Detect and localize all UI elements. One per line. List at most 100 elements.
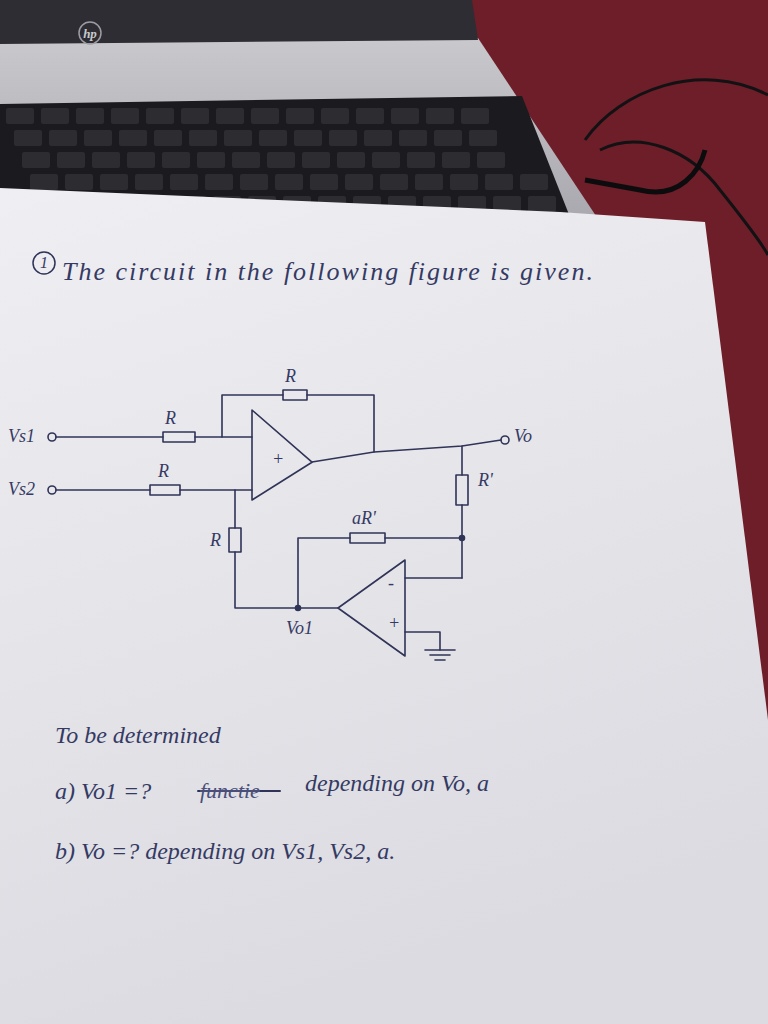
cable	[585, 150, 705, 192]
input-sign: +	[272, 450, 284, 468]
key	[407, 152, 435, 168]
question-text: b) Vo =? depending on Vs1, Vs2, a.	[55, 838, 395, 866]
key	[337, 152, 365, 168]
resistor-symbol	[350, 533, 385, 543]
key	[162, 152, 190, 168]
circle-outline	[79, 22, 101, 44]
key	[399, 130, 427, 146]
question-text: a) Vo1 =?	[55, 778, 151, 806]
opamp-symbol: -+	[338, 560, 405, 656]
key	[302, 152, 330, 168]
terminal	[48, 433, 56, 441]
key	[426, 108, 454, 124]
key	[65, 174, 93, 190]
wire	[461, 505, 463, 578]
key	[232, 152, 260, 168]
signal-name: Vo1	[286, 618, 313, 639]
key	[434, 130, 462, 146]
crossed-out-word: functie	[200, 778, 260, 803]
key	[391, 108, 419, 124]
resistor-symbol	[229, 528, 241, 552]
resistor-symbol	[163, 432, 195, 442]
circle-outline	[33, 252, 55, 274]
key	[286, 108, 314, 124]
key	[485, 174, 513, 190]
input-sign: +	[388, 614, 400, 632]
laptop-bezel	[0, 0, 478, 44]
wire	[234, 490, 236, 528]
key	[520, 174, 548, 190]
key	[181, 108, 209, 124]
key	[170, 174, 198, 190]
triangle-outline	[252, 410, 312, 500]
problem-statement: The circuit in the following figure is g…	[62, 246, 602, 298]
key	[224, 130, 252, 146]
key	[30, 174, 58, 190]
key	[329, 130, 357, 146]
resistor-label: R	[285, 366, 296, 387]
key	[216, 108, 244, 124]
key	[380, 174, 408, 190]
key	[442, 152, 470, 168]
key	[197, 152, 225, 168]
key	[189, 130, 217, 146]
key	[240, 174, 268, 190]
resistor-symbol	[456, 475, 468, 505]
key	[119, 130, 147, 146]
key	[92, 152, 120, 168]
resistor-label: R'	[478, 470, 493, 491]
wire	[461, 446, 463, 475]
key	[461, 108, 489, 124]
logo-circle: hp	[78, 21, 102, 45]
key	[356, 108, 384, 124]
key	[364, 130, 392, 146]
resistor-label: R	[210, 530, 221, 551]
key	[57, 152, 85, 168]
key	[100, 174, 128, 190]
resistor-label: R	[165, 408, 176, 429]
key	[84, 130, 112, 146]
wire	[195, 436, 252, 438]
key	[205, 174, 233, 190]
wire	[307, 395, 374, 452]
key	[76, 108, 104, 124]
key	[267, 152, 295, 168]
key	[14, 130, 42, 146]
key	[135, 174, 163, 190]
signal-name: Vo	[514, 426, 532, 447]
key	[477, 152, 505, 168]
key	[345, 174, 373, 190]
key	[146, 108, 174, 124]
number-circle: 1	[32, 251, 56, 275]
key	[321, 108, 349, 124]
wire	[385, 537, 462, 539]
circle-text: hp	[83, 27, 97, 40]
wire	[180, 489, 252, 491]
triangle-outline	[338, 560, 405, 656]
question-text: depending on Vo, a	[305, 770, 489, 798]
wire	[405, 632, 440, 650]
key	[528, 196, 556, 212]
key	[372, 152, 400, 168]
wire	[235, 552, 338, 608]
circle-text: 1	[40, 255, 48, 271]
signal-name: Vs1	[8, 426, 35, 447]
key	[49, 130, 77, 146]
key	[6, 108, 34, 124]
key	[41, 108, 69, 124]
key	[310, 174, 338, 190]
key	[275, 174, 303, 190]
wire	[405, 577, 462, 579]
key	[450, 174, 478, 190]
key	[415, 174, 443, 190]
key	[294, 130, 322, 146]
wire	[312, 440, 501, 462]
key	[127, 152, 155, 168]
terminal	[48, 486, 56, 494]
resistor-symbol	[150, 485, 180, 495]
ground-symbol	[435, 659, 445, 661]
section-heading: To be determined	[55, 722, 221, 750]
ground-symbol	[425, 649, 455, 651]
key	[251, 108, 279, 124]
